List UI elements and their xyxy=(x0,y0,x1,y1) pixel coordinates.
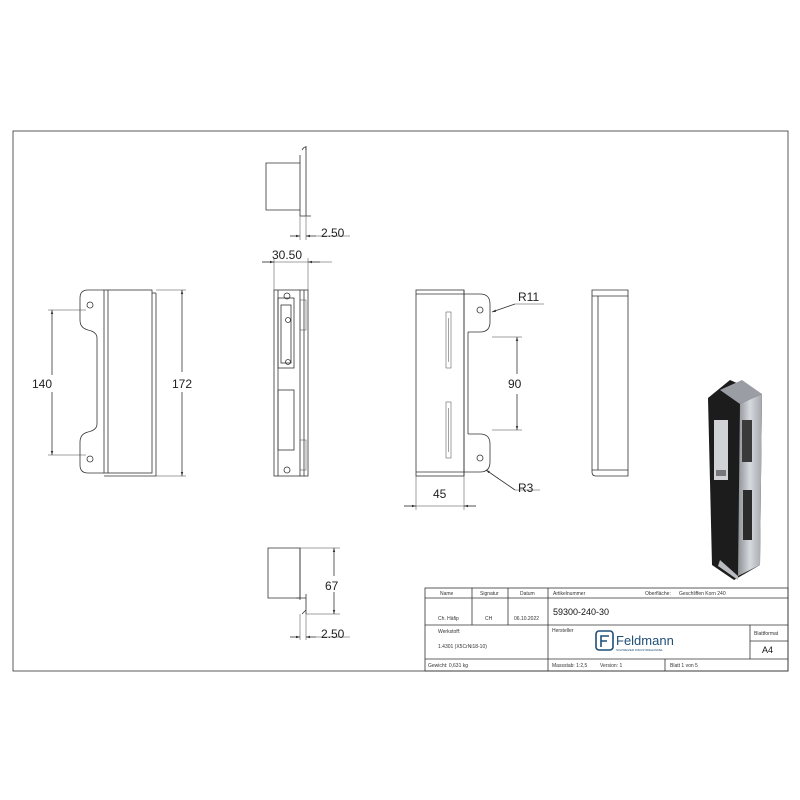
tb-header-surface: Oberfläche: xyxy=(645,591,671,597)
product-photo xyxy=(708,380,762,580)
dim-radius-small: R3 xyxy=(518,481,534,495)
dim-front-width: 30.50 xyxy=(272,248,302,262)
back-view xyxy=(591,289,629,477)
tb-scale: Massstab: 1:2,5 xyxy=(552,663,588,669)
logo-tagline: SCHWEIZER INDUSTRIEHANDEL xyxy=(616,648,664,652)
logo-wordmark: Feldmann xyxy=(616,633,674,648)
tb-date-value: 06.10.2022 xyxy=(514,616,539,622)
tb-version: Version: 1 xyxy=(600,663,622,669)
dim-overall-length: 172 xyxy=(172,377,192,391)
tb-author: Ch. Häfip xyxy=(438,616,459,622)
tb-surface-value: Geschliffen Korn 240 xyxy=(679,591,726,597)
front-view-left: 140 172 xyxy=(32,289,192,477)
tb-article-number: 59300-240-30 xyxy=(553,607,609,617)
dim-hole-spacing: 140 xyxy=(32,377,52,391)
tb-signature-value: CH xyxy=(485,616,493,622)
tb-header-article: Artikelnummer xyxy=(553,591,586,597)
side-view: 90 45 R11 R3 xyxy=(404,289,544,510)
dim-depth: 45 xyxy=(433,487,447,501)
sheet-border xyxy=(12,130,789,672)
tb-manufacturer-label: Hersteller xyxy=(552,628,574,634)
tb-header-signature: Signatur xyxy=(480,591,499,597)
tb-material-label: Werkstoff: xyxy=(438,629,460,635)
dim-bottom-thickness: 2.50 xyxy=(321,627,345,641)
tb-sheet-format: A4 xyxy=(762,645,773,655)
tb-weight: Gewicht: 0,631 kg xyxy=(428,663,468,669)
tb-material-value: 1.4301 (X5CrNi18-10) xyxy=(438,644,487,650)
top-view: 2.50 xyxy=(265,146,350,240)
dim-slot-spacing: 90 xyxy=(508,377,522,391)
feldmann-logo: Feldmann SCHWEIZER INDUSTRIEHANDEL xyxy=(595,630,674,652)
dim-top-thickness: 2.50 xyxy=(321,226,345,240)
title-block: Name Signatur Datum Artikelnummer Oberfl… xyxy=(424,587,789,672)
tb-sheet-format-label: Blattformat xyxy=(754,631,779,637)
tb-header-name: Name xyxy=(440,591,454,597)
front-face-view: 30.50 xyxy=(262,248,332,477)
bottom-view: 67 2.50 xyxy=(267,547,350,641)
tb-header-date: Datum xyxy=(520,591,535,597)
tb-sheet-count: Blatt 1 von 5 xyxy=(670,663,698,669)
dim-bottom-height: 67 xyxy=(325,579,339,593)
dim-radius-large: R11 xyxy=(518,290,539,304)
